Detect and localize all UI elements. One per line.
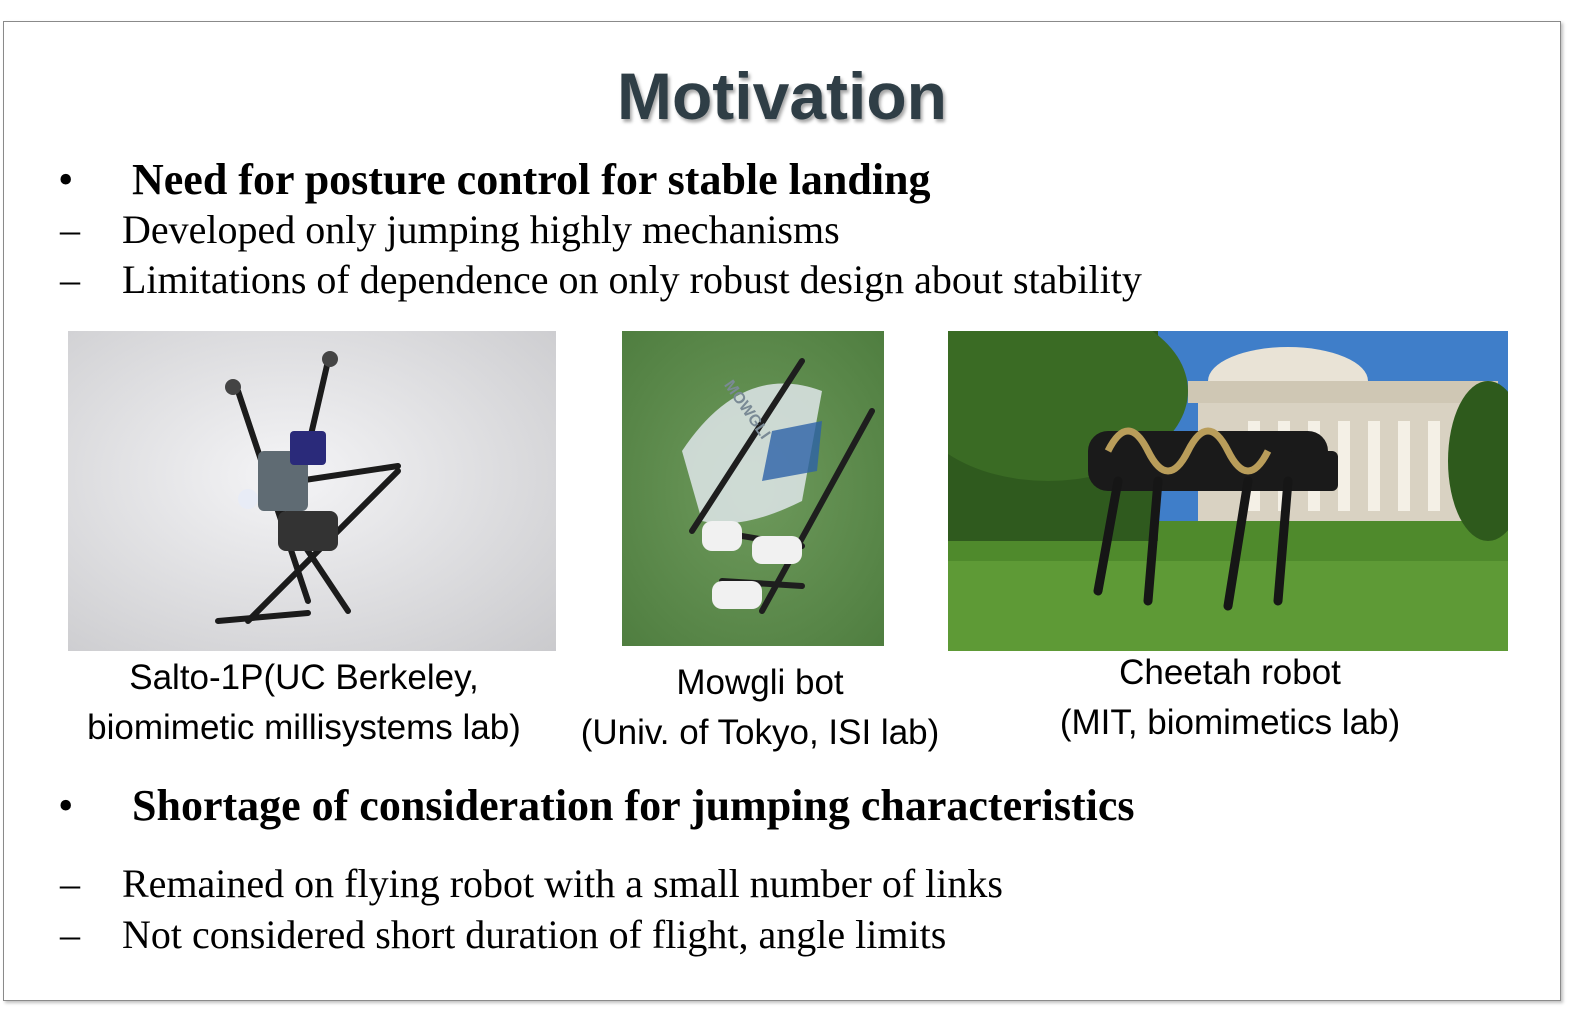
caption-line: (MIT, biomimetics lab) [1059, 703, 1401, 742]
figure-caption: Mowgli bot (Univ. of Tokyo, ISI lab) [560, 658, 960, 758]
dash-icon: – [60, 861, 80, 906]
section1-item: –Limitations of dependence on only robus… [60, 256, 1142, 304]
caption-line: (Univ. of Tokyo, ISI lab) [580, 713, 940, 752]
caption-line: Cheetah robot [1119, 653, 1341, 692]
dash-icon: – [60, 207, 80, 252]
caption-line: Mowgli bot [676, 663, 844, 702]
bullet-icon: • [58, 781, 74, 830]
section2-heading-row: • Shortage of consideration for jumping c… [58, 780, 1135, 832]
dash-icon: – [60, 912, 80, 957]
section1-item-text: Developed only jumping highly mechanisms [122, 207, 840, 252]
slide-title: Motivation [617, 59, 947, 133]
section2-item-text: Not considered short duration of flight,… [122, 912, 947, 957]
section1-heading: Need for posture control for stable land… [132, 155, 931, 204]
section2-item-text: Remained on flying robot with a small nu… [122, 861, 1003, 906]
slide: Motivation • Need for posture control for… [3, 21, 1561, 1001]
caption-line: biomimetic millisystems lab) [87, 708, 521, 747]
figure-caption: Cheetah robot (MIT, biomimetics lab) [1030, 648, 1430, 748]
section1-item: –Developed only jumping highly mechanism… [60, 206, 840, 254]
section2-item: –Not considered short duration of flight… [60, 911, 946, 959]
mowgli-robot-photo: MOWGLI [622, 331, 884, 646]
section2-heading: Shortage of consideration for jumping ch… [132, 781, 1135, 830]
bullet-icon: • [58, 155, 74, 204]
salto-robot-photo [68, 331, 556, 651]
dash-icon: – [60, 257, 80, 302]
section1-item-text: Limitations of dependence on only robust… [122, 257, 1142, 302]
caption-line: Salto-1P(UC Berkeley, [129, 658, 479, 697]
section2-item: –Remained on flying robot with a small n… [60, 860, 1003, 908]
section1-heading-row: • Need for posture control for stable lan… [58, 154, 931, 206]
cheetah-robot-photo [948, 331, 1508, 651]
figure-caption: Salto-1P(UC Berkeley, biomimetic millisy… [48, 653, 560, 753]
